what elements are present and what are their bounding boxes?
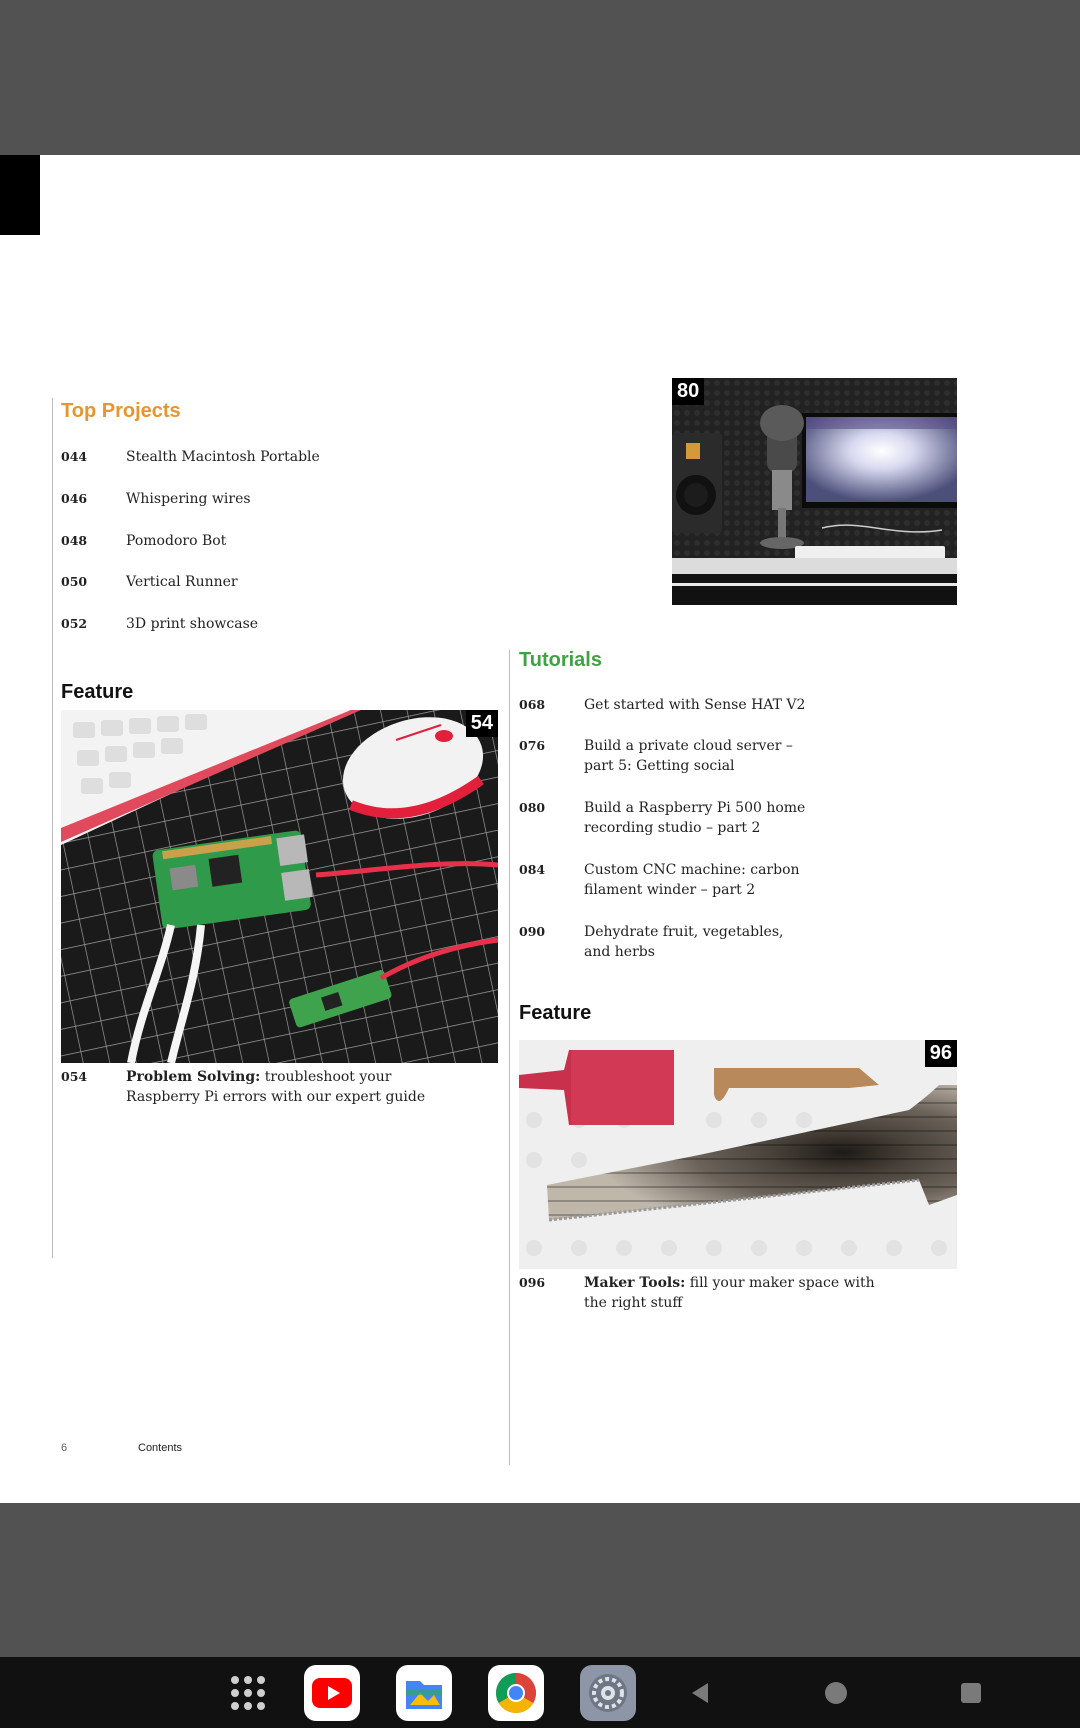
settings-app-button[interactable] <box>580 1665 636 1721</box>
toc-title: Pomodoro Bot <box>126 533 227 549</box>
raspberry-pi-photo[interactable]: 54 <box>61 710 498 1063</box>
toc-page-number: 084 <box>519 862 546 877</box>
chrome-icon <box>496 1673 536 1713</box>
page-badge-54: 54 <box>465 710 498 737</box>
left-column-rule <box>52 398 53 1258</box>
files-icon <box>406 1681 442 1709</box>
top-projects-heading: Top Projects <box>61 400 181 422</box>
toc-title: Problem Solving: troubleshoot your Raspb… <box>126 1067 456 1107</box>
toc-title: Dehydrate fruit, vegetables, and herbs <box>584 924 784 960</box>
feature-right-heading: Feature <box>519 1002 592 1024</box>
youtube-app-button[interactable] <box>304 1665 360 1721</box>
chrome-app-button[interactable] <box>488 1665 544 1721</box>
page-badge-96: 96 <box>924 1040 957 1067</box>
toc-page-number: 076 <box>519 738 546 753</box>
toc-title: Stealth Macintosh Portable <box>126 449 320 465</box>
recording-studio-photo[interactable]: 80 <box>672 378 957 605</box>
toc-title: Maker Tools: fill your maker space with … <box>584 1273 884 1313</box>
toc-title: Build a Raspberry Pi 500 home recording … <box>584 800 806 836</box>
toc-page-number: 096 <box>519 1275 546 1290</box>
magazine-page[interactable]: Top Projects 044 Stealth Macintosh Porta… <box>0 155 1080 1503</box>
recents-icon <box>961 1683 981 1703</box>
toc-title: Vertical Runner <box>126 574 238 590</box>
toc-title-bold: Maker Tools: <box>584 1275 686 1291</box>
recents-button[interactable] <box>955 1677 987 1709</box>
toc-title: 3D print showcase <box>126 616 259 632</box>
toc-title: Custom CNC machine: carbon filament wind… <box>584 862 800 898</box>
youtube-icon <box>312 1678 352 1708</box>
toc-title: Build a private cloud server – part 5: G… <box>584 738 793 774</box>
app-drawer-button[interactable] <box>220 1665 276 1721</box>
toc-page-number: 044 <box>61 449 88 464</box>
maker-tools-photo[interactable]: 96 <box>519 1040 957 1269</box>
toc-title-rest: troubleshoot your Raspberry Pi errors wi… <box>126 1069 426 1105</box>
system-taskbar <box>0 1657 1080 1728</box>
page-badge-80: 80 <box>672 378 705 405</box>
toc-page-number: 048 <box>61 533 88 548</box>
toc-page-number: 054 <box>61 1069 88 1084</box>
home-button[interactable] <box>820 1677 852 1709</box>
toc-title-bold: Problem Solving: <box>126 1069 261 1085</box>
toc-page-number: 050 <box>61 574 88 589</box>
footer-section-label: Contents <box>138 1442 183 1454</box>
files-app-button[interactable] <box>396 1665 452 1721</box>
toc-page-number: 068 <box>519 697 546 712</box>
footer-page-number: 6 <box>61 1442 68 1454</box>
toc-title: Get started with Sense HAT V2 <box>584 697 806 713</box>
page-edge-tab <box>0 155 40 235</box>
maker-tools-illustration <box>519 1050 957 1256</box>
home-icon <box>825 1682 847 1704</box>
back-icon <box>692 1683 708 1703</box>
back-button[interactable] <box>684 1677 716 1709</box>
feature-left-heading: Feature <box>61 681 134 703</box>
toc-page-number: 090 <box>519 924 546 939</box>
toc-title: Whispering wires <box>126 491 251 507</box>
toc-page-number: 046 <box>61 491 88 506</box>
toc-page-number: 052 <box>61 616 88 631</box>
settings-icon <box>589 1674 627 1712</box>
toc-title-rest: fill your maker space with the right stu… <box>584 1275 875 1311</box>
raspberry-pi-illustration <box>61 710 498 1063</box>
app-drawer-icon <box>231 1676 265 1710</box>
tutorials-heading: Tutorials <box>519 649 602 671</box>
toc-page-number: 080 <box>519 800 546 815</box>
recording-studio-illustration <box>672 378 957 605</box>
right-column-rule <box>509 650 510 1465</box>
